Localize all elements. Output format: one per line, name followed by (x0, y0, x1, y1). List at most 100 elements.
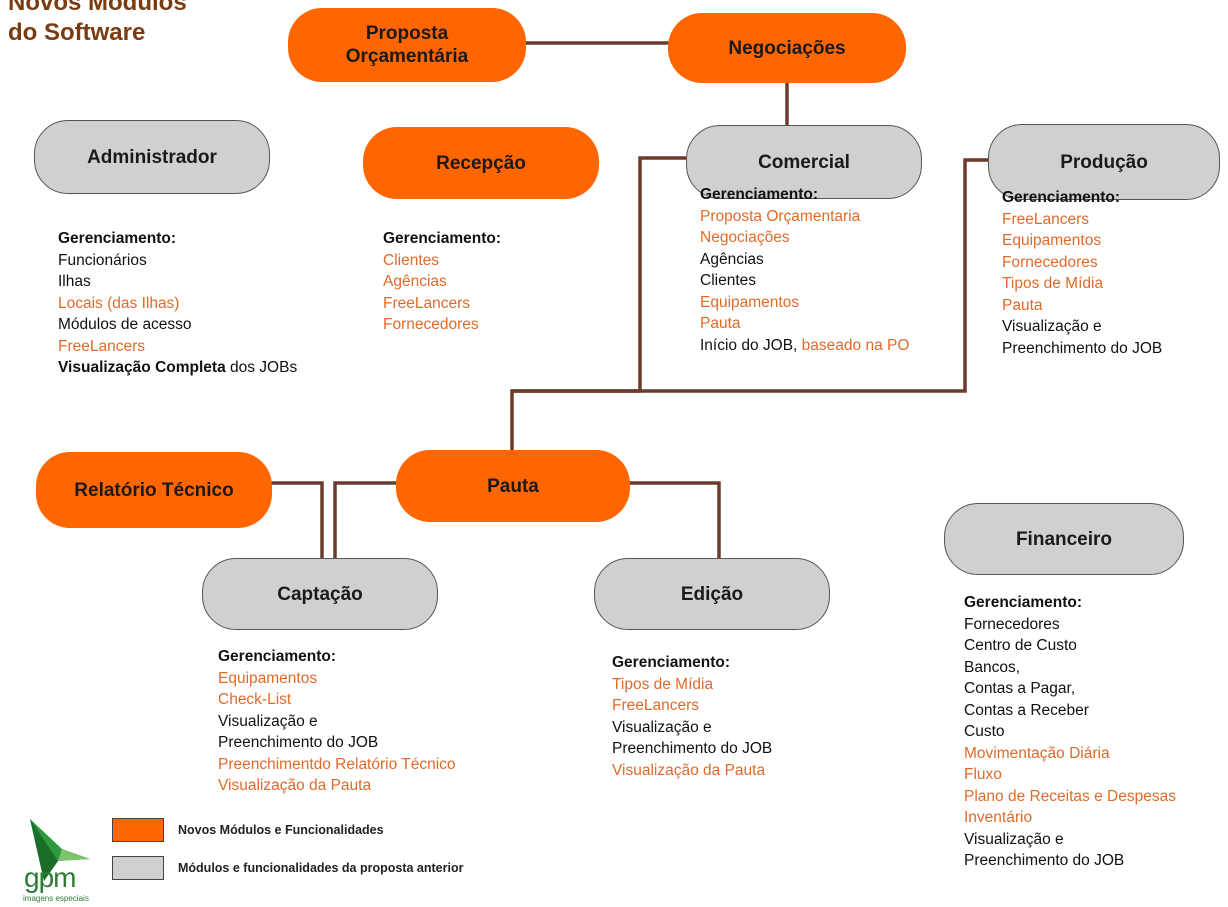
title-line-1: Novos Módulos (8, 0, 187, 16)
feature-item: Visualização e (1002, 318, 1102, 335)
features-heading: Gerenciamento: (1002, 189, 1121, 206)
feature-item: Módulos de acesso (58, 316, 192, 333)
line-pauta-edicao (628, 481, 721, 560)
legend-label-new: Novos Módulos e Funcionalidades (178, 823, 384, 837)
feature-item: Equipamentos (700, 293, 800, 311)
node-recepcao: Recepção (363, 127, 599, 199)
feature-item: FreeLancers (612, 697, 700, 714)
features-heading: Gerenciamento: (612, 654, 731, 671)
feature-item: Centro de Custo (964, 637, 1077, 654)
feature-item: Fluxo (964, 766, 1002, 783)
node-pauta: Pauta (396, 450, 630, 522)
feature-item: Visualização da Pauta (218, 777, 372, 794)
feature-item: Início do JOB, baseado na PO (700, 335, 909, 357)
feature-item: Bancos, (964, 658, 1021, 676)
gpm-logo-icon (30, 819, 90, 881)
node-label: Pauta (487, 475, 539, 497)
feature-item: Preenchimento do JOB (1002, 339, 1163, 357)
feature-item: FreeLancers (1002, 210, 1090, 228)
line-comercial-pauta (510, 156, 686, 453)
feature-item: Tipos de Mídia (612, 675, 714, 693)
feature-item-orange: baseado na PO (801, 336, 910, 354)
feature-item: Locais (das Ilhas) (58, 294, 180, 312)
node-label: Recepção (436, 152, 526, 174)
feature-item: Proposta Orçamentaria (700, 207, 861, 225)
feature-item: Agências (700, 250, 764, 268)
node-label: Negociações (728, 37, 846, 59)
feature-item: Ilhas (58, 273, 91, 290)
feature-item: FreeLancers (383, 294, 471, 312)
feature-item: Check-List (218, 691, 292, 708)
feature-item: Visualização Completa dos JOBs (58, 357, 297, 379)
feature-item: Fornecedores (1002, 253, 1098, 271)
features-heading: Gerenciamento: (218, 648, 337, 665)
diagram-title: Novos Módulos do Software (8, 0, 187, 48)
feature-item: Preenchimentdo Relatório Técnico (218, 755, 456, 773)
logo-tagline: imagens especiais (23, 894, 89, 903)
node-edicao: Edição (594, 558, 830, 630)
feature-item: Visualização e (964, 830, 1064, 848)
feature-item: Clientes (700, 272, 756, 289)
line-pauta-captacao (333, 481, 398, 560)
feature-item-rest: dos JOBs (225, 359, 298, 376)
feature-item: FreeLancers (58, 337, 146, 355)
feature-item: Clientes (383, 251, 439, 269)
node-administrador: Administrador (34, 120, 270, 194)
feature-item: Agências (383, 273, 447, 290)
features-administrador: Gerenciamento: Funcionários Ilhas Locais… (58, 228, 297, 379)
node-captacao: Captação (202, 558, 438, 630)
node-label: Comercial (758, 151, 850, 173)
features-heading: Gerenciamento: (700, 186, 819, 203)
node-proposta-orcamentaria: Proposta Orçamentária (288, 8, 526, 82)
features-recepcao: Gerenciamento: Clientes Agências FreeLan… (383, 228, 501, 336)
title-line-2: do Software (8, 19, 146, 46)
feature-item: Inventário (964, 809, 1033, 826)
node-financeiro: Financeiro (944, 503, 1184, 575)
node-label: Produção (1060, 151, 1148, 173)
node-negociacoes: Negociações (668, 13, 906, 83)
features-financeiro: Gerenciamento: Fornecedores Centro de Cu… (964, 592, 1176, 872)
legend-label-old: Módulos e funcionalidades da proposta an… (178, 861, 464, 875)
feature-item: Visualização da Pauta (612, 761, 766, 779)
feature-item: Contas a Pagar, (964, 680, 1076, 697)
node-comercial: Comercial (686, 125, 922, 199)
features-producao: Gerenciamento: FreeLancers Equipamentos … (1002, 187, 1162, 359)
legend-swatch-old (112, 856, 164, 880)
feature-item: Fornecedores (383, 316, 479, 333)
feature-item: Pauta (1002, 296, 1043, 314)
feature-item: Fornecedores (964, 615, 1060, 633)
feature-item: Contas a Receber (964, 701, 1089, 719)
features-heading: Gerenciamento: (964, 594, 1083, 611)
node-label: Financeiro (1015, 528, 1113, 550)
feature-item: Movimentação Diária (964, 744, 1110, 762)
feature-item: Equipamentos (1002, 232, 1102, 249)
feature-item: Plano de Receitas e Despesas (964, 787, 1176, 805)
feature-item: Preenchimento do JOB (612, 740, 773, 757)
features-comercial: Gerenciamento: Proposta Orçamentaria Neg… (700, 184, 909, 356)
features-captacao: Gerenciamento: Equipamentos Check-List V… (218, 646, 456, 797)
node-producao: Produção (988, 124, 1220, 200)
feature-item: Visualização e (218, 712, 318, 730)
logo-wordmark: gpm (24, 862, 76, 893)
features-heading: Gerenciamento: (383, 230, 502, 247)
features-heading: Gerenciamento: (58, 230, 177, 247)
feature-item: Custo (964, 723, 1005, 740)
legend-swatch-new (112, 818, 164, 842)
feature-item: Preenchimento do JOB (964, 852, 1125, 869)
feature-item-bold: Visualização Completa (58, 359, 226, 376)
feature-item: Equipamentos (218, 669, 318, 687)
node-label: Administrador (87, 146, 217, 168)
feature-item: Tipos de Mídia (1002, 275, 1104, 292)
node-label: Captação (277, 583, 363, 605)
feature-item-black: Início do JOB, (700, 336, 802, 354)
node-label: Edição (680, 583, 744, 605)
node-label: Proposta Orçamentária (345, 23, 469, 67)
feature-item: Funcionários (58, 251, 147, 269)
node-label: Relatório Técnico (74, 479, 234, 501)
line-relatorio-captacao (270, 481, 324, 560)
features-edicao: Gerenciamento: Tipos de Mídia FreeLancer… (612, 652, 772, 781)
feature-item: Preenchimento do JOB (218, 734, 379, 751)
node-relatorio-tecnico: Relatório Técnico (36, 452, 272, 528)
feature-item: Visualização e (612, 718, 712, 736)
